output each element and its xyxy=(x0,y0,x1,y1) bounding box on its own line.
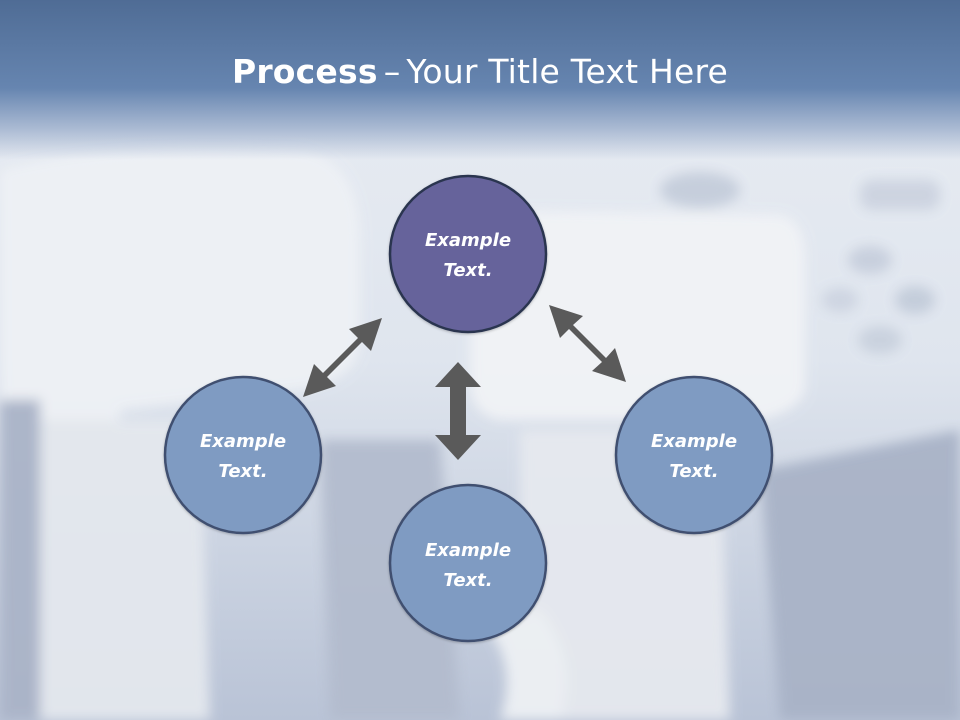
node-bottom-line2: Text. xyxy=(443,570,492,591)
node-top-line2: Text. xyxy=(443,260,492,281)
node-left-line2: Text. xyxy=(218,461,267,482)
arrow-top-right xyxy=(549,305,626,382)
node-right-line1: Example xyxy=(651,431,737,452)
arrow-top-left xyxy=(303,318,382,397)
title-rest: Your Title Text Here xyxy=(406,52,729,91)
double-arrow-icon xyxy=(303,318,382,397)
title-bold: Process xyxy=(231,52,378,91)
node-left[interactable] xyxy=(163,375,323,535)
header-band xyxy=(0,0,960,160)
node-bottom[interactable] xyxy=(388,483,548,643)
node-right-line2: Text. xyxy=(669,461,718,482)
title-dash: – xyxy=(383,52,401,91)
node-top[interactable] xyxy=(388,174,548,334)
node-bottom-line1: Example xyxy=(425,540,511,561)
node-circle xyxy=(388,483,548,643)
node-circle xyxy=(163,375,323,535)
slide-title: Process–Your Title Text Here xyxy=(0,52,960,91)
double-arrow-icon xyxy=(549,305,626,382)
double-arrow-icon xyxy=(435,362,481,460)
node-right[interactable] xyxy=(614,375,774,535)
node-left-line1: Example xyxy=(200,431,286,452)
node-top-line1: Example xyxy=(425,230,511,251)
node-circle xyxy=(388,174,548,334)
arrow-top-bottom xyxy=(435,362,481,460)
node-circle xyxy=(614,375,774,535)
